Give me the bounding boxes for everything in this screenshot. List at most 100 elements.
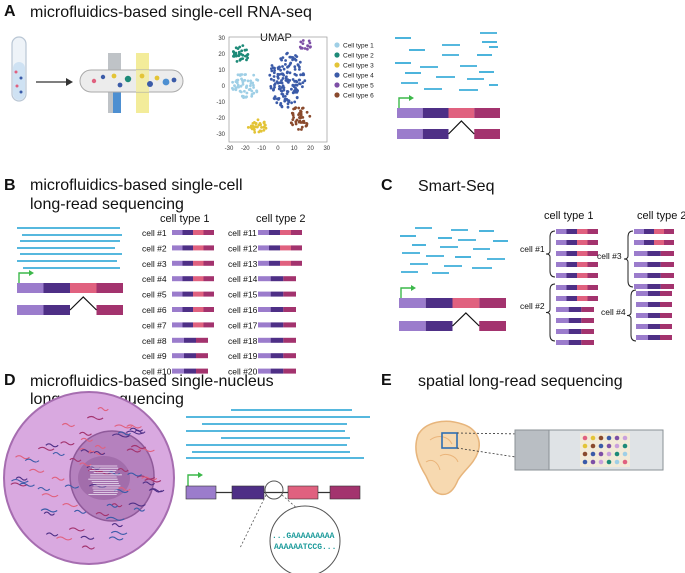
umap-point xyxy=(299,113,303,117)
isoform-exon xyxy=(556,340,569,345)
isoform-exon xyxy=(654,229,664,234)
isoform-exon xyxy=(283,322,296,328)
legend-swatch xyxy=(334,62,340,68)
isoform-exon xyxy=(581,318,594,323)
umap-point xyxy=(245,58,248,62)
umap-y-tick: -20 xyxy=(216,116,225,122)
gene-model-c xyxy=(399,285,506,331)
transcript-squiggle xyxy=(111,503,123,508)
umap-point xyxy=(245,95,249,99)
cell-label: cell #8 xyxy=(142,336,167,346)
isoform-exon xyxy=(581,340,594,345)
umap-point xyxy=(246,126,250,129)
isoform-exon xyxy=(566,251,577,256)
transcript-squiggle xyxy=(127,472,142,477)
exon xyxy=(231,485,265,500)
isoform-exon xyxy=(556,318,569,323)
isoform-exon xyxy=(647,284,661,289)
exon xyxy=(422,108,449,118)
isoform-exon xyxy=(636,302,648,307)
exon xyxy=(399,298,426,308)
umap-point xyxy=(270,69,274,73)
transcript-squiggle xyxy=(144,478,162,483)
exon xyxy=(96,305,123,315)
umap-point xyxy=(285,90,289,93)
umap-point xyxy=(251,81,255,85)
isoform-exon xyxy=(577,285,588,290)
umap-point xyxy=(268,73,272,77)
cell-label: cell #7 xyxy=(142,320,167,330)
transcript-squiggle xyxy=(56,536,73,541)
isoform-exon xyxy=(203,276,214,282)
spatial-spot xyxy=(582,443,588,449)
isoform-exon xyxy=(193,322,204,328)
umap-point xyxy=(249,79,253,83)
spatial-spot xyxy=(582,459,588,465)
panel-c-label: C xyxy=(381,177,393,194)
transcript-squiggle xyxy=(106,503,119,508)
umap-point xyxy=(286,65,289,69)
transcript-squiggle xyxy=(74,509,87,514)
isoform-exon xyxy=(283,291,296,297)
transcript-squiggle xyxy=(111,433,130,438)
umap-point xyxy=(295,73,298,77)
isoform-exon xyxy=(291,260,302,266)
umap-point xyxy=(294,83,297,87)
exon xyxy=(474,129,500,139)
umap-point xyxy=(305,110,309,114)
umap-point xyxy=(298,116,301,119)
isoform-exon xyxy=(184,368,196,374)
umap-point xyxy=(280,58,283,62)
transcript-squiggle xyxy=(125,430,144,435)
umap-point xyxy=(236,73,240,77)
isoform-exon xyxy=(654,240,664,245)
umap-point xyxy=(240,73,244,76)
cell-label: cell #14 xyxy=(228,274,258,284)
umap-point xyxy=(291,58,294,62)
isoform-exon xyxy=(270,322,284,328)
transcript-squiggle xyxy=(149,488,165,493)
umap-point xyxy=(277,98,280,101)
transcript-squiggle xyxy=(111,523,123,528)
umap-point xyxy=(241,82,245,86)
spatial-spot xyxy=(606,459,612,465)
transcript-squiggle xyxy=(64,484,80,489)
umap-point xyxy=(257,130,261,134)
isoform-exon xyxy=(664,240,674,245)
transcript-squiggle xyxy=(52,451,65,457)
short-reads-c xyxy=(400,227,508,274)
spatial-spot xyxy=(590,435,596,441)
umap-point xyxy=(278,65,281,69)
panel-a-title: microfluidics-based single-cell RNA-seq xyxy=(30,4,312,21)
umap-point xyxy=(290,87,293,91)
umap-point xyxy=(245,84,249,88)
isoform-exon xyxy=(203,245,214,251)
cell-label: cell #5 xyxy=(142,290,167,300)
transcript-squiggle xyxy=(142,481,155,486)
exon xyxy=(479,321,506,331)
isoform-exon xyxy=(193,291,204,297)
polya-zoom-callout: ...GAAAAAAAAA AAAAAATCCG... xyxy=(239,480,341,573)
sequence-line-1: ...GAAAAAAAAA xyxy=(272,532,335,541)
umap-point xyxy=(272,79,276,82)
umap-point xyxy=(294,122,298,126)
isoform-exon xyxy=(270,368,284,374)
umap-point xyxy=(301,81,305,84)
umap-point xyxy=(292,107,295,111)
transcript-squiggle xyxy=(15,455,30,460)
umap-point xyxy=(276,76,280,80)
isoform-exon xyxy=(660,273,674,278)
umap-point xyxy=(306,47,309,51)
umap-point xyxy=(243,78,247,82)
isoform-exon xyxy=(193,276,204,282)
umap-point xyxy=(279,68,282,72)
legend-swatch xyxy=(334,82,340,88)
cell-group-label: cell #4 xyxy=(601,307,626,317)
isoform-exon xyxy=(587,229,598,234)
umap-point xyxy=(252,126,256,130)
spatial-spot xyxy=(582,435,588,441)
isoform-exon xyxy=(660,302,672,307)
umap-point xyxy=(301,107,304,110)
umap-point xyxy=(246,79,250,83)
isoform-exon xyxy=(556,251,567,256)
